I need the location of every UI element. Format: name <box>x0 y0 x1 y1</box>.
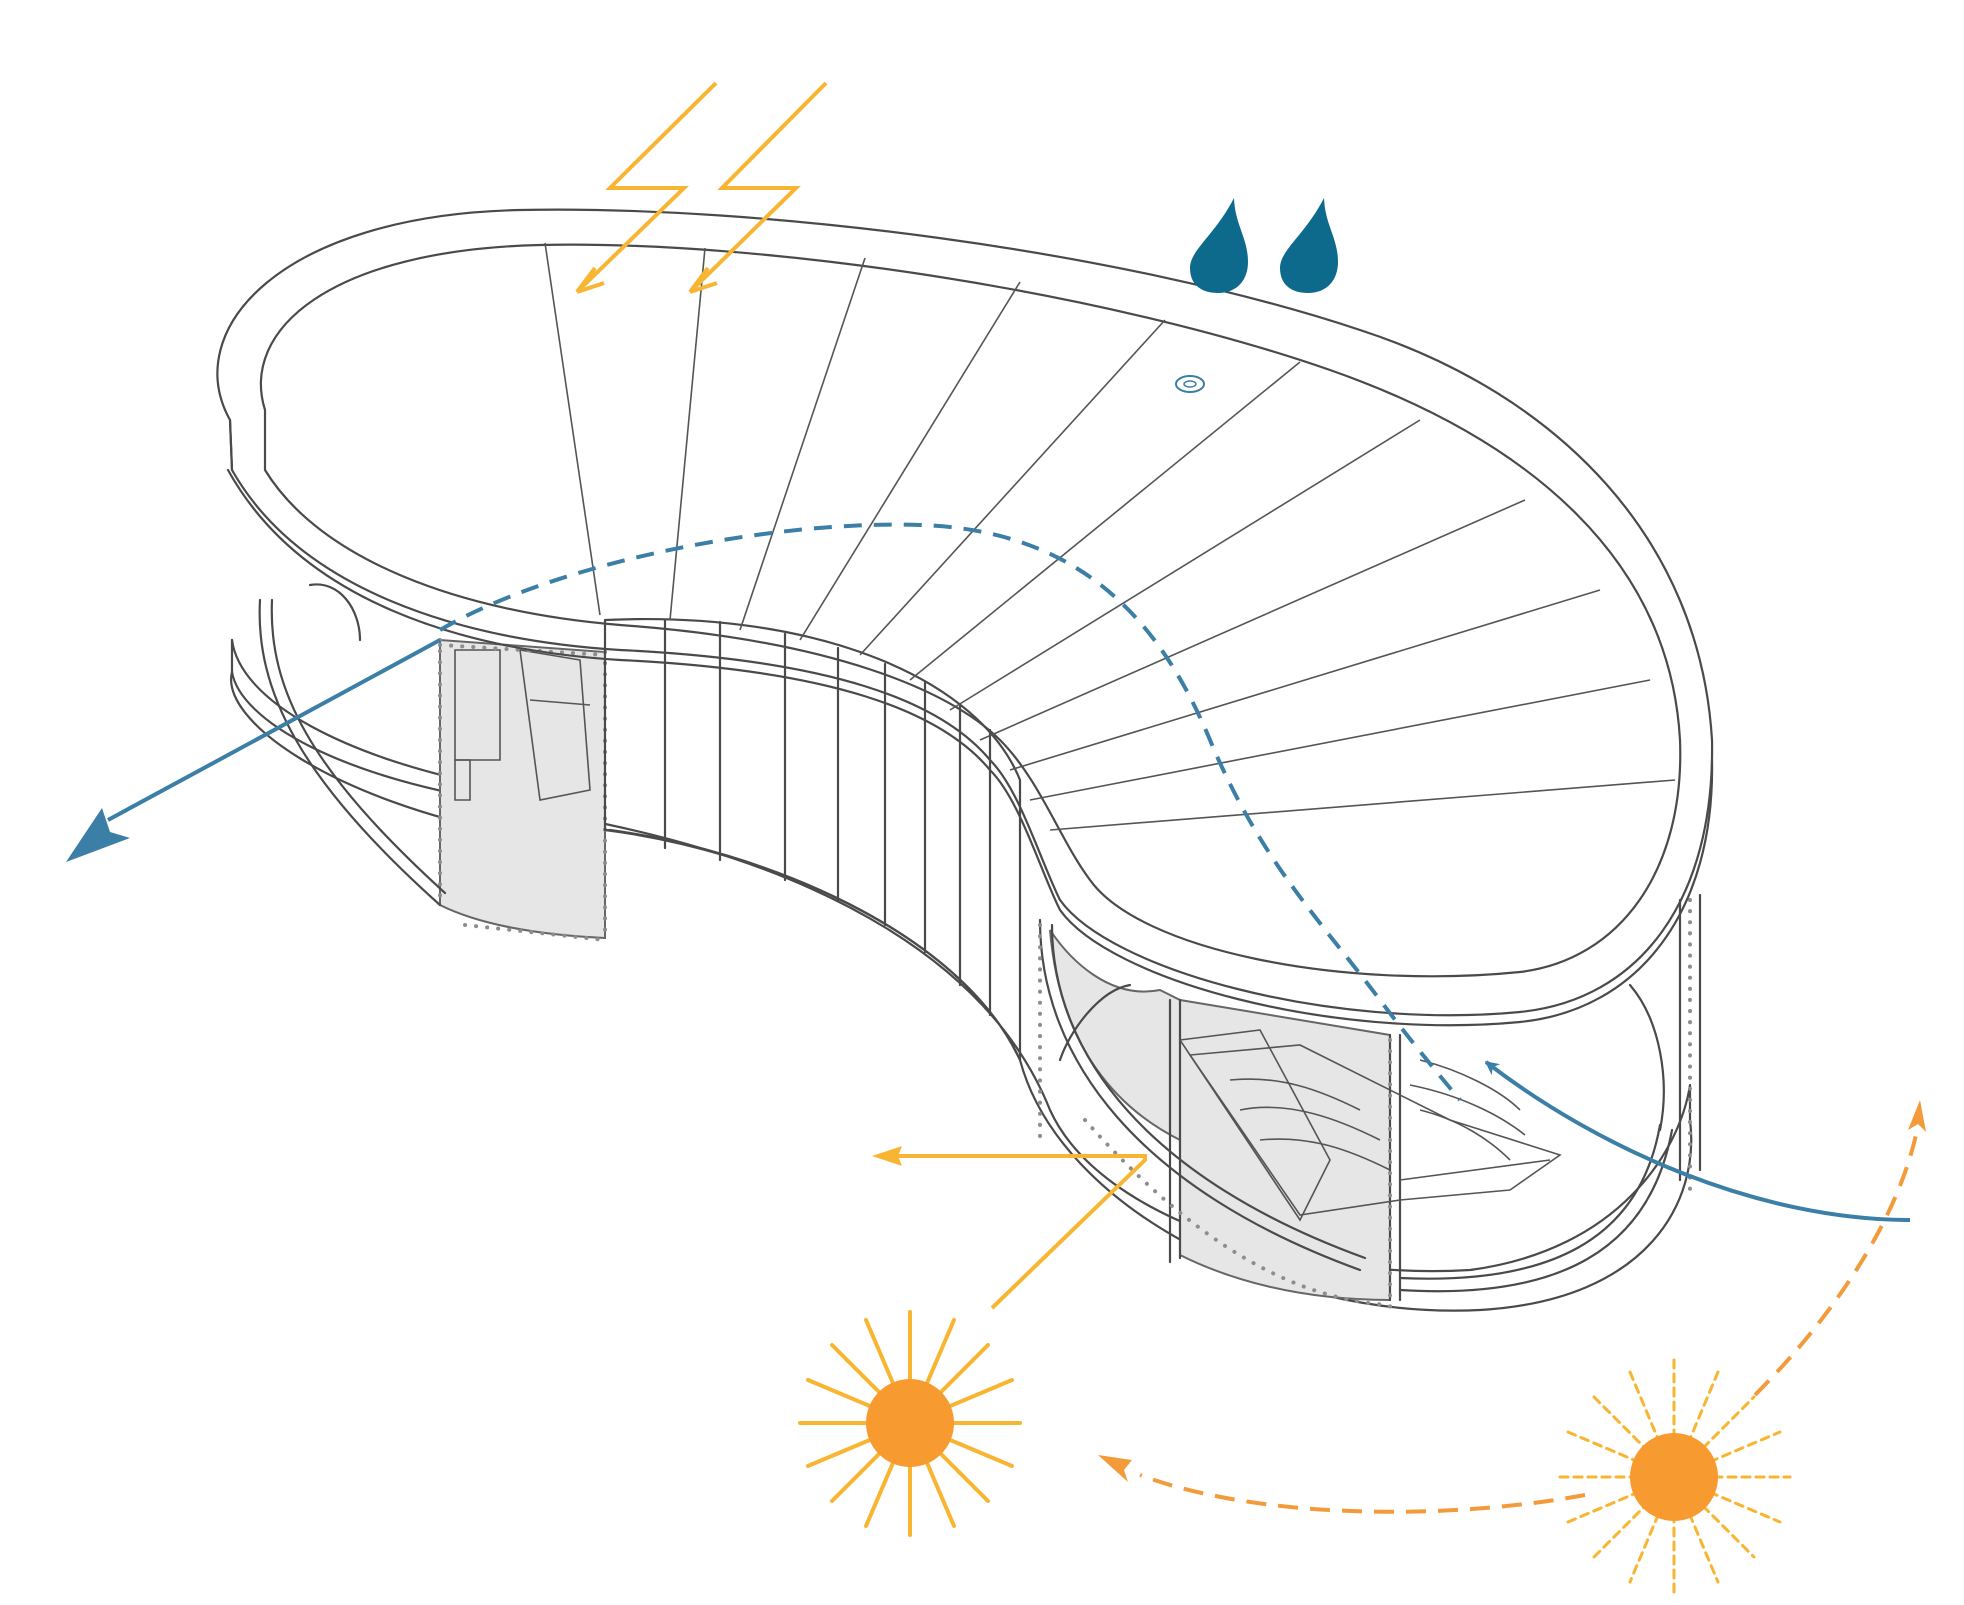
wind-dashed-arc <box>438 522 1462 1102</box>
raindrop-icon <box>1190 198 1338 293</box>
bed <box>1178 1029 1562 1222</box>
wall-boards <box>663 618 992 1017</box>
roof-drain <box>1175 375 1205 393</box>
wind-flow-arrow <box>1484 1060 1911 1222</box>
sun-path-rise <box>1753 1124 1920 1397</box>
sun-ray <box>892 1154 1147 1310</box>
wind-exit-arrow <box>107 638 441 822</box>
kidney-pod-building <box>216 208 1714 1312</box>
sun-dashed-icon <box>1558 1358 1792 1597</box>
roof-edge <box>216 208 1714 1017</box>
central-clad-wall <box>603 618 1022 1062</box>
left-glass-bay <box>439 638 606 940</box>
roof-planks <box>544 242 1676 831</box>
right-glass-bay <box>1049 929 1181 1142</box>
sun-path-arc <box>1139 1473 1586 1514</box>
lightning-bolt-icon <box>575 81 828 294</box>
sun-icon <box>798 1310 1022 1537</box>
